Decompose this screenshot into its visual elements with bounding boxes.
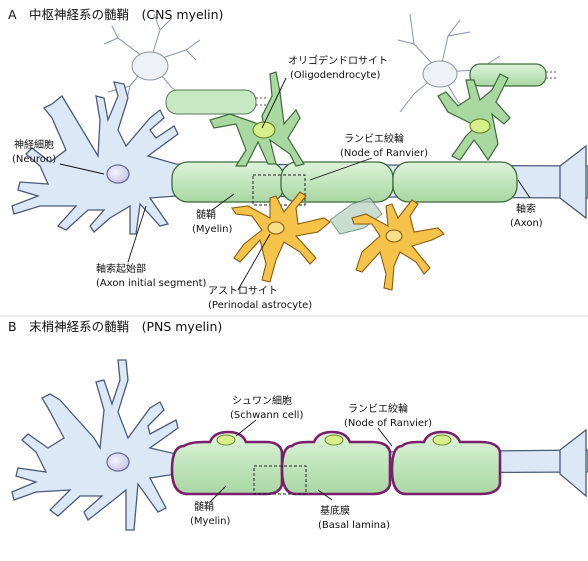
myelin-segments-b xyxy=(170,430,502,496)
label-oligodendrocyte-en: (Oligodendrocyte) xyxy=(290,70,380,81)
label-schwann-cell-en: (Schwann cell) xyxy=(230,410,303,421)
panel-a: A 中枢神経系の髄鞘 (CNS myelin) xyxy=(8,7,588,311)
label-axon-initial-segment-en: (Axon initial segment) xyxy=(96,278,207,289)
schwann-myelin-segment-3 xyxy=(390,430,502,496)
panel-b: B 末梢神経系の髄鞘 (PNS myelin) シュワン細胞 ( xyxy=(8,319,588,531)
astrocyte-left xyxy=(231,191,331,283)
label-neuron-ja: 神経細胞 xyxy=(14,138,54,151)
label-node-of-ranvier-b-en: (Node of Ranvier) xyxy=(344,418,432,429)
label-basal-lamina-en: (Basal lamina) xyxy=(318,520,390,531)
oligodendrocyte-right xyxy=(437,63,547,162)
label-node-of-ranvier-a-ja: ランビエ絞輪 xyxy=(344,132,404,145)
label-myelin-a-ja: 髄鞘 xyxy=(196,208,216,221)
label-myelin-a-en: (Myelin) xyxy=(192,224,232,235)
node-highlight-box-b xyxy=(253,465,307,495)
faded-oligodendrocyte-left xyxy=(103,13,268,115)
label-astrocyte-ja: アストロサイト xyxy=(208,285,278,297)
faded-glia-fragment xyxy=(329,197,383,235)
myelin-segments-a xyxy=(171,161,518,203)
label-oligodendrocyte-ja: オリゴデンドロサイト xyxy=(288,54,388,67)
label-schwann-cell-ja: シュワン細胞 xyxy=(232,394,292,407)
label-axon-initial-segment-ja: 軸索起始部 xyxy=(96,262,146,275)
schwann-nuclei xyxy=(216,434,452,446)
panel-b-title: B 末梢神経系の髄鞘 (PNS myelin) xyxy=(8,319,222,334)
schwann-myelin-segment-2 xyxy=(280,430,392,496)
label-axon-en: (Axon) xyxy=(510,218,543,229)
oligodendrocyte-main xyxy=(209,71,305,167)
label-basal-lamina-ja: 基底膜 xyxy=(320,504,350,517)
neuron-b xyxy=(11,359,588,531)
leader-lines-b xyxy=(209,419,393,503)
panel-a-title: A 中枢神経系の髄鞘 (CNS myelin) xyxy=(8,7,223,22)
astrocyte-right xyxy=(351,199,445,291)
label-myelin-b-en: (Myelin) xyxy=(190,516,230,527)
label-node-of-ranvier-a-en: (Node of Ranvier) xyxy=(340,148,428,159)
label-myelin-b-ja: 髄鞘 xyxy=(194,500,214,513)
label-astrocyte-en: (Perinodal astrocyte) xyxy=(208,300,312,311)
label-axon-ja: 軸索 xyxy=(516,202,536,215)
leader-lines-a xyxy=(59,77,531,291)
label-node-of-ranvier-b-ja: ランビエ絞輪 xyxy=(348,402,408,415)
label-neuron-en: (Neuron) xyxy=(12,154,56,165)
